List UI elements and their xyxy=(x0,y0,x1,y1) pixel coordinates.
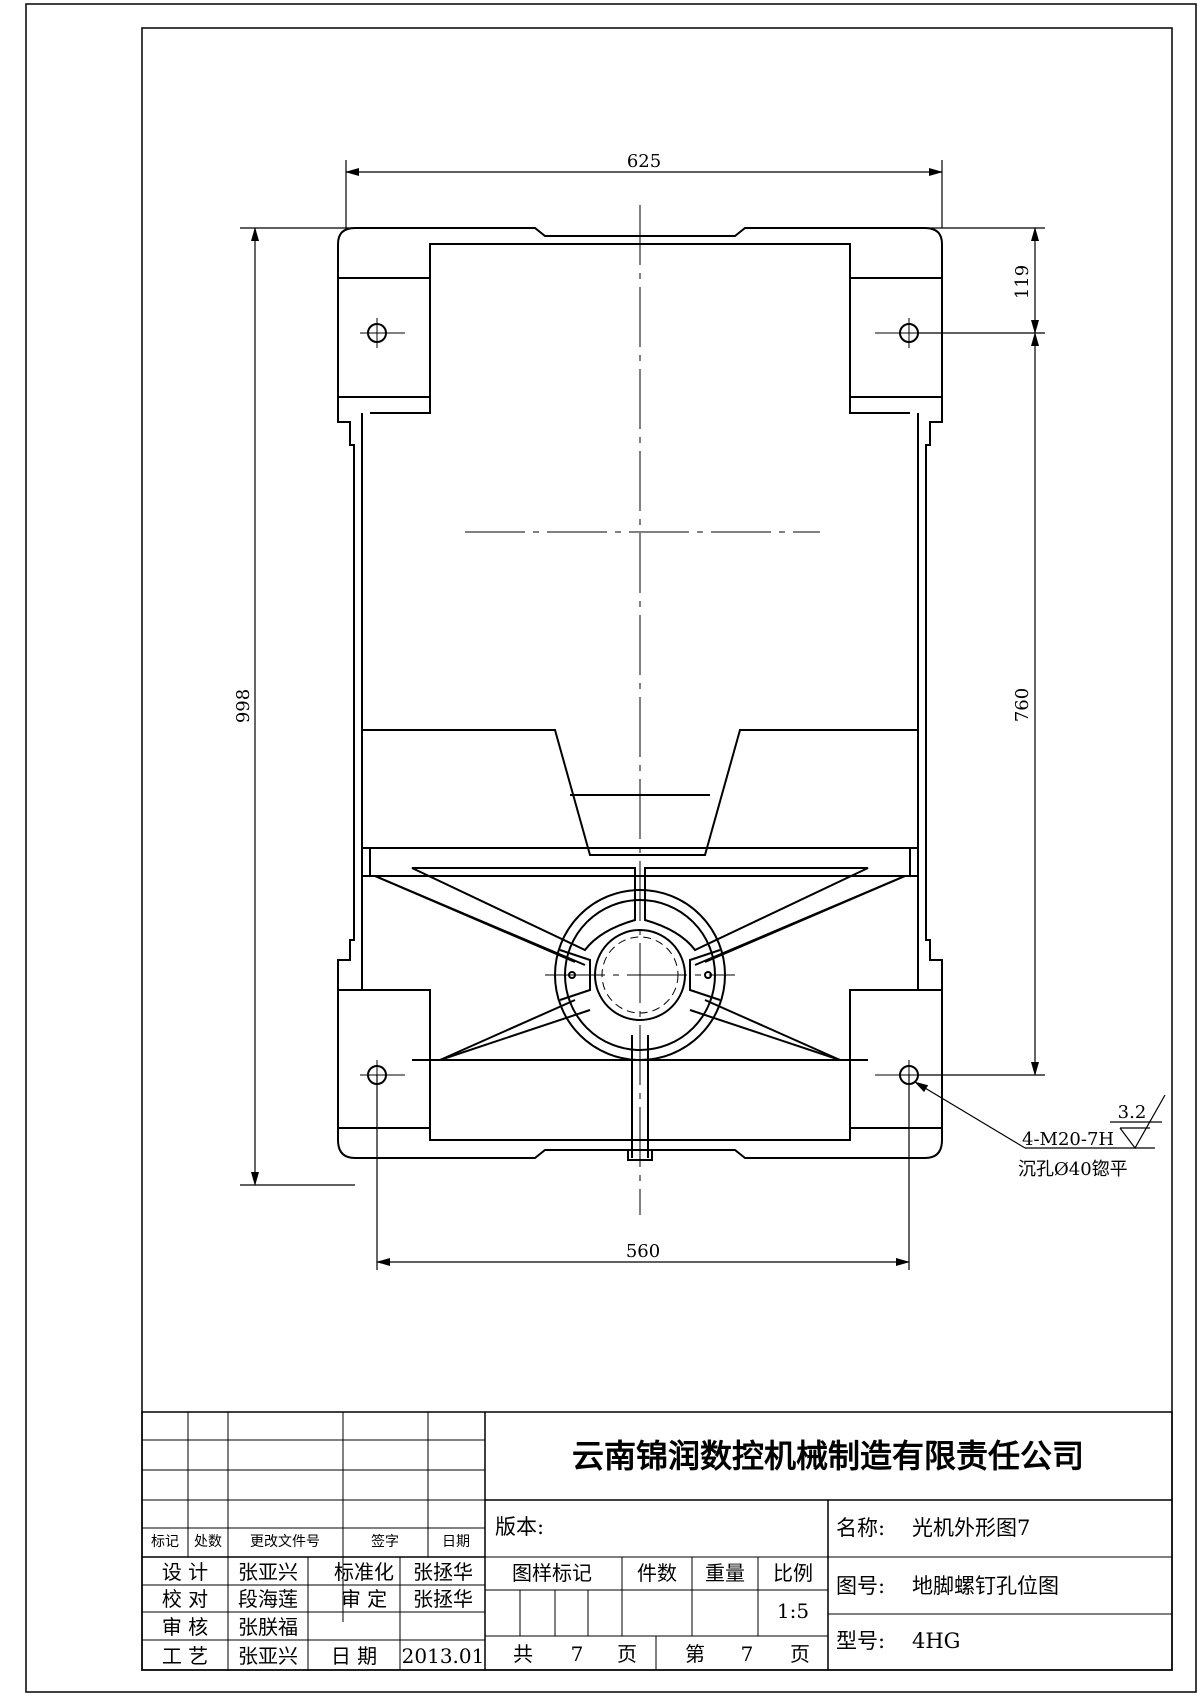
drawing-no-label: 图号: xyxy=(836,1574,885,1598)
sheet-page-unit: 页 xyxy=(790,1642,810,1666)
dimension-lines xyxy=(240,160,1166,1270)
base-outline xyxy=(337,227,943,1159)
model-label: 型号: xyxy=(836,1629,885,1653)
approve-label: 审 定 xyxy=(341,1587,387,1611)
approve-name: 张拯华 xyxy=(413,1587,473,1611)
counterbore-spec: 沉孔Ø40锪平 xyxy=(1018,1159,1128,1180)
dim-560: 560 xyxy=(626,1241,660,1262)
quantity-label: 件数 xyxy=(637,1561,677,1585)
version-label: 版本: xyxy=(495,1515,544,1539)
center-lines xyxy=(360,205,920,1215)
process-label: 工 艺 xyxy=(162,1644,208,1668)
sheet-label: 第 xyxy=(685,1642,705,1666)
dim-119: 119 xyxy=(1012,265,1033,299)
drawing-no-value: 地脚螺钉孔位图 xyxy=(912,1574,1059,1598)
dim-760: 760 xyxy=(1012,688,1033,722)
name-label: 名称: xyxy=(836,1516,885,1540)
total-pages: 7 xyxy=(571,1642,584,1666)
rev-header-count: 处数 xyxy=(194,1534,222,1550)
outer-border xyxy=(25,3,1197,1693)
rev-header-change-doc: 更改文件号 xyxy=(250,1534,320,1550)
review-label: 审 核 xyxy=(162,1615,208,1639)
date-value: 2013.01 xyxy=(402,1644,485,1668)
dim-625: 625 xyxy=(627,151,661,172)
surface-finish-value: 3.2 xyxy=(1118,1102,1147,1123)
design-label: 设 计 xyxy=(162,1560,208,1584)
company-name: 云南锦润数控机械制造有限责任公司 xyxy=(572,1437,1084,1475)
rib-structure xyxy=(374,867,906,1161)
scale-value: 1:5 xyxy=(777,1599,809,1623)
review-name: 张朕福 xyxy=(238,1615,298,1639)
title-block-text: 云南锦润数控机械制造有限责任公司 标记 处数 更改文件号 签字 日期 设 计 张… xyxy=(151,1437,1084,1668)
total-page-unit: 页 xyxy=(617,1642,637,1666)
check-name: 段海莲 xyxy=(238,1587,298,1611)
rev-header-signature: 签字 xyxy=(371,1533,399,1550)
scale-label: 比例 xyxy=(773,1561,813,1585)
thread-spec: 4-M20-7H xyxy=(1022,1129,1114,1150)
standardize-label: 标准化 xyxy=(334,1560,394,1584)
dim-998: 998 xyxy=(233,689,254,723)
rev-header-mark: 标记 xyxy=(151,1534,179,1550)
design-name: 张亚兴 xyxy=(238,1560,298,1584)
model-value: 4HG xyxy=(912,1629,960,1653)
foundation-bolt-holes xyxy=(367,323,919,1085)
sample-mark-label: 图样标记 xyxy=(512,1561,592,1585)
sheet-number: 7 xyxy=(741,1642,754,1666)
date-label: 日 期 xyxy=(331,1644,377,1668)
check-label: 校 对 xyxy=(162,1587,208,1611)
name-value: 光机外形图7 xyxy=(912,1516,1030,1540)
title-block xyxy=(141,1411,1173,1671)
dimension-text: 625 998 119 760 560 3.2 4-M20-7H 沉孔Ø40锪平 xyxy=(233,151,1146,1262)
rev-header-date: 日期 xyxy=(442,1534,470,1550)
process-name: 张亚兴 xyxy=(238,1644,298,1668)
standardize-name: 张拯华 xyxy=(413,1560,473,1584)
weight-label: 重量 xyxy=(705,1561,745,1585)
total-label: 共 xyxy=(513,1642,533,1666)
